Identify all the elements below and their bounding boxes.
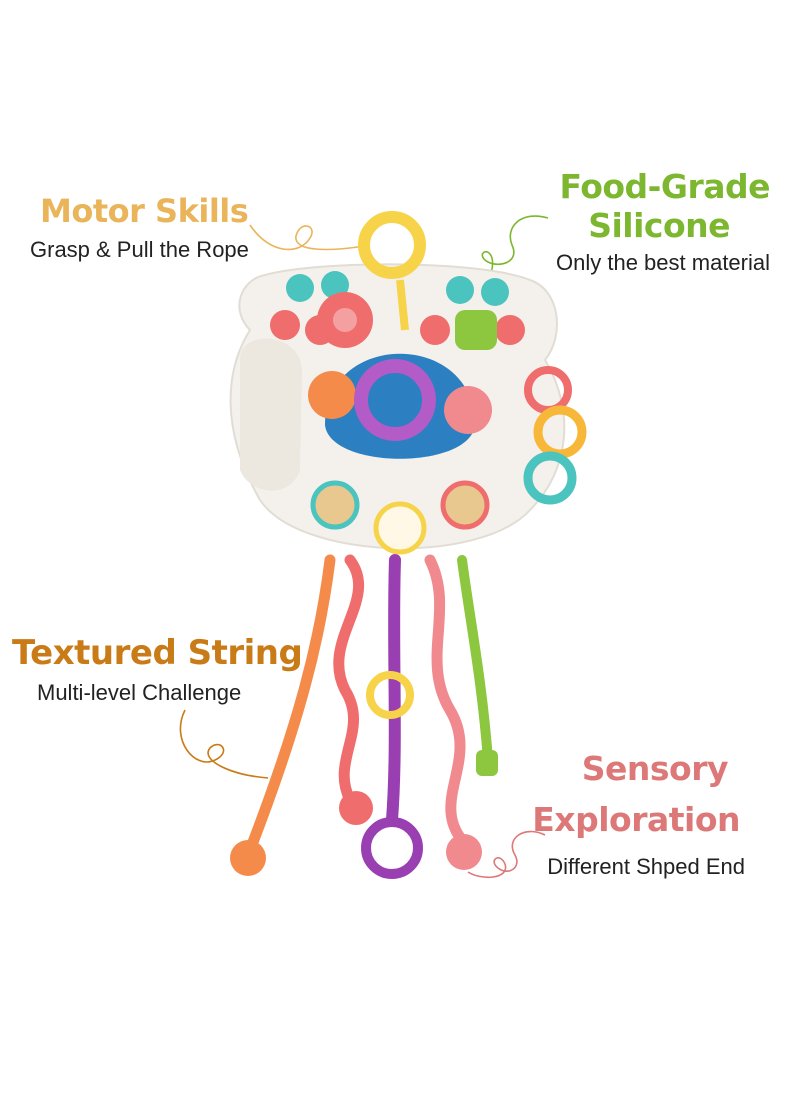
callout-motor-skills: Motor Skills Grasp & Pull the Rope bbox=[30, 195, 249, 261]
pink-disc-end[interactable] bbox=[446, 834, 482, 870]
sensory-title-line1: Sensory bbox=[581, 749, 729, 788]
motor-skills-subtitle: Grasp & Pull the Rope bbox=[30, 237, 249, 262]
pink-disc-teether[interactable] bbox=[444, 386, 492, 434]
food-grade-subtitle: Only the best material bbox=[556, 250, 770, 275]
sensory-connector-line bbox=[467, 830, 546, 879]
food-grade-title-line1: Food-Grade bbox=[559, 167, 771, 206]
callout-food-grade: Food-Grade Silicone Only the best materi… bbox=[556, 170, 770, 274]
side-teal-ring[interactable] bbox=[523, 451, 577, 505]
hole-red[interactable] bbox=[440, 480, 490, 530]
motor-connector-line bbox=[249, 224, 371, 251]
orange-flower-end[interactable] bbox=[230, 840, 266, 876]
green-end[interactable] bbox=[476, 750, 498, 776]
top-yellow-ring[interactable] bbox=[358, 211, 426, 279]
coral-disc-end[interactable] bbox=[339, 791, 373, 825]
motor-skills-title: Motor Skills bbox=[40, 192, 249, 230]
hole-yellow[interactable] bbox=[373, 501, 427, 555]
callout-sensory: Sensory Exploration Different Shped End bbox=[532, 749, 745, 878]
hole-teal[interactable] bbox=[310, 480, 360, 530]
textured-connector-line bbox=[179, 709, 269, 779]
purple-ring-teether[interactable] bbox=[354, 359, 436, 441]
yellow-ring-mid[interactable] bbox=[366, 671, 414, 719]
purple-ring-end[interactable] bbox=[361, 817, 423, 879]
green-teether[interactable] bbox=[455, 310, 497, 350]
pull-strings[interactable] bbox=[244, 554, 493, 856]
sensory-title-line2: Exploration bbox=[532, 800, 740, 839]
food-grade-title-line2: Silicone bbox=[588, 206, 730, 245]
orange-flower-teether[interactable] bbox=[308, 371, 356, 419]
callout-textured-string: Textured String Multi-level Challenge bbox=[12, 633, 303, 705]
sensory-subtitle: Different Shped End bbox=[547, 854, 745, 879]
textured-string-subtitle: Multi-level Challenge bbox=[37, 680, 242, 705]
top-ring-cord bbox=[396, 279, 409, 331]
textured-string-title: Textured String bbox=[12, 633, 303, 673]
